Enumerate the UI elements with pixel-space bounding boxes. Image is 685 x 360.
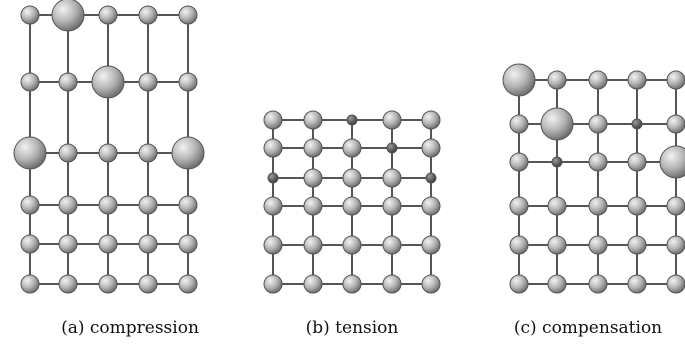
atom: [342, 196, 362, 216]
atom: [138, 274, 158, 294]
atom: [98, 274, 118, 294]
atom: [58, 143, 78, 163]
atom-small: [425, 172, 437, 184]
atom: [20, 72, 40, 92]
atom: [421, 138, 441, 158]
atom: [178, 72, 198, 92]
atom: [382, 168, 402, 188]
atom: [666, 235, 685, 255]
atom: [382, 235, 402, 255]
atom: [547, 196, 567, 216]
caption-compression: (a) compression: [61, 318, 199, 338]
atom: [263, 196, 283, 216]
atom: [20, 5, 40, 25]
atom: [342, 168, 362, 188]
atom: [263, 274, 283, 294]
caption-compensation: (c) compensation: [513, 318, 663, 338]
atom: [303, 138, 323, 158]
atom: [588, 274, 608, 294]
atom: [627, 274, 647, 294]
atom: [138, 143, 158, 163]
atom: [588, 114, 608, 134]
atom: [178, 195, 198, 215]
atom: [138, 195, 158, 215]
atom: [588, 196, 608, 216]
atom: [547, 235, 567, 255]
atom: [138, 72, 158, 92]
atom: [547, 274, 567, 294]
atom: [666, 196, 685, 216]
atom: [627, 196, 647, 216]
atom: [509, 152, 529, 172]
panel-compensation: [502, 63, 685, 294]
atom: [588, 235, 608, 255]
atom-small: [386, 142, 398, 154]
atom: [263, 235, 283, 255]
atom-large: [540, 107, 574, 141]
atom: [588, 70, 608, 90]
panel-tension: [263, 110, 441, 294]
atom: [303, 235, 323, 255]
atom: [509, 114, 529, 134]
atom: [509, 196, 529, 216]
atom: [666, 114, 685, 134]
atom-large: [13, 136, 47, 170]
atom: [98, 5, 118, 25]
atom: [421, 274, 441, 294]
panel-compression: [13, 0, 205, 294]
atom: [263, 110, 283, 130]
atom: [627, 235, 647, 255]
atom: [382, 110, 402, 130]
atom: [627, 152, 647, 172]
atom: [303, 196, 323, 216]
atom: [588, 152, 608, 172]
atom-large: [51, 0, 85, 32]
atom: [58, 195, 78, 215]
atom-large: [171, 136, 205, 170]
atom: [627, 70, 647, 90]
atom: [20, 195, 40, 215]
atom: [666, 70, 685, 90]
atom: [98, 195, 118, 215]
atom: [342, 235, 362, 255]
atom: [178, 274, 198, 294]
atom: [509, 235, 529, 255]
atom-small: [267, 172, 279, 184]
atom: [138, 5, 158, 25]
caption-tension: (b) tension: [305, 318, 399, 338]
atom: [547, 70, 567, 90]
atom: [382, 196, 402, 216]
atom: [342, 138, 362, 158]
atom: [58, 234, 78, 254]
atom: [421, 110, 441, 130]
atom-large: [91, 65, 125, 99]
atom: [303, 110, 323, 130]
atom: [666, 274, 685, 294]
atom: [178, 234, 198, 254]
atom: [382, 274, 402, 294]
atom: [342, 274, 362, 294]
atom: [138, 234, 158, 254]
atom: [58, 72, 78, 92]
atom: [303, 168, 323, 188]
atom: [178, 5, 198, 25]
atom-small: [346, 114, 358, 126]
atom: [421, 235, 441, 255]
atom: [509, 274, 529, 294]
atom: [20, 234, 40, 254]
atom: [98, 234, 118, 254]
atom: [20, 274, 40, 294]
atom: [303, 274, 323, 294]
atom-large: [659, 145, 685, 179]
atom: [263, 138, 283, 158]
atom: [98, 143, 118, 163]
atom: [421, 196, 441, 216]
atom-small: [551, 156, 563, 168]
atom-large: [502, 63, 536, 97]
atom-small: [631, 118, 643, 130]
atom: [58, 274, 78, 294]
